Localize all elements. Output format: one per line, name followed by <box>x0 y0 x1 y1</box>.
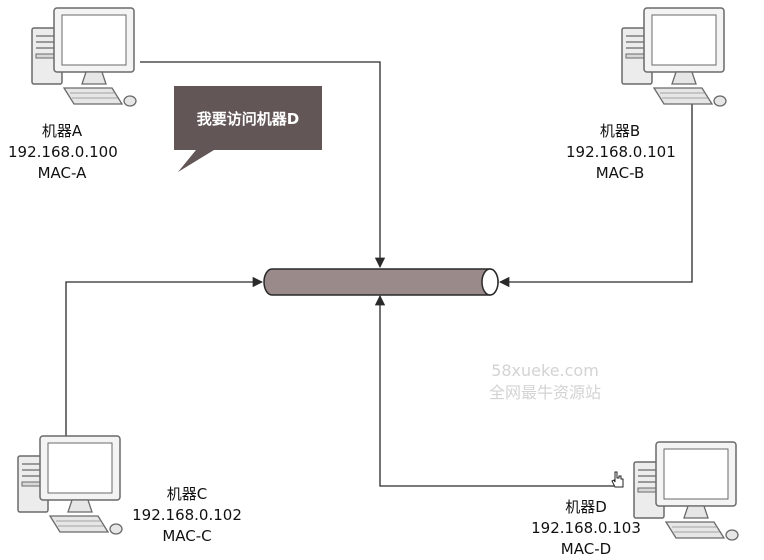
computer-d-icon <box>633 441 739 541</box>
network-bus <box>263 268 499 296</box>
machine-c-mac: MAC-C <box>162 527 212 545</box>
machine-a-ip: 192.168.0.100 <box>8 143 118 161</box>
link-c-to-bus <box>65 276 264 436</box>
computer-b-icon <box>621 7 727 107</box>
machine-d-mac: MAC-D <box>560 540 612 558</box>
machine-b-label: 机器B 192.168.0.101 MAC-B <box>566 121 676 184</box>
machine-a-label: 机器A 192.168.0.100 MAC-A <box>8 121 118 184</box>
machine-d-ip: 192.168.0.103 <box>531 519 641 537</box>
link-a-to-bus <box>140 61 386 269</box>
link-d-to-bus <box>374 294 614 487</box>
speech-bubble-text: 我要访问机器D <box>197 110 299 128</box>
machine-a-name: 机器A <box>41 122 83 140</box>
computer-a-icon <box>31 7 137 107</box>
link-b-to-bus <box>498 103 693 288</box>
hand-cursor-icon <box>611 471 624 488</box>
machine-d-name: 机器D <box>565 498 607 516</box>
machine-c-name: 机器C <box>166 485 208 503</box>
speech-bubble: 我要访问机器D <box>174 86 322 172</box>
watermark-line1: 58xueke.com <box>491 361 599 380</box>
machine-b-mac: MAC-B <box>595 164 645 182</box>
machine-c-ip: 192.168.0.102 <box>132 506 242 524</box>
watermark-line2: 全网最牛资源站 <box>488 383 601 402</box>
machine-b-ip: 192.168.0.101 <box>566 143 676 161</box>
computer-c-icon <box>17 435 123 535</box>
machine-b-name: 机器B <box>599 122 641 140</box>
machine-c-label: 机器C 192.168.0.102 MAC-C <box>128 484 246 547</box>
machine-d-label: 机器D 192.168.0.103 MAC-D <box>528 497 644 560</box>
machine-a-mac: MAC-A <box>37 164 87 182</box>
watermark: 58xueke.com 全网最牛资源站 <box>470 360 620 404</box>
